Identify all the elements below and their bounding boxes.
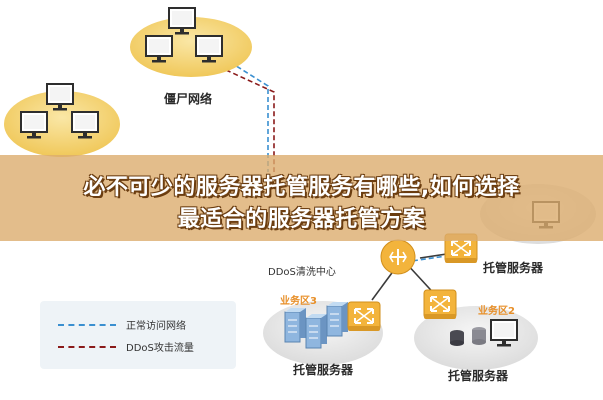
cross-icon xyxy=(390,249,406,265)
server-icon xyxy=(284,307,307,343)
legend-ddos-label: DDoS攻击流量 xyxy=(126,343,194,354)
ddos-traffic-lines xyxy=(225,69,275,172)
ddos-line-swatch xyxy=(58,346,116,348)
database-icon xyxy=(450,330,464,346)
legend-ddos: DDoS攻击流量 xyxy=(40,337,236,357)
banner-title-line-2: 最适合的服务器托管方案 xyxy=(177,207,426,232)
normal-path-1 xyxy=(229,61,269,172)
ddos-center xyxy=(380,239,416,275)
database-icon xyxy=(472,327,486,345)
legend-normal: 正常访问网络 xyxy=(40,315,236,335)
server-icon xyxy=(305,313,328,349)
ddos-path-1 xyxy=(225,69,275,172)
normal-line-swatch xyxy=(58,324,116,326)
hosting-zone3-label: 托管服务器 xyxy=(293,363,354,377)
botnet-label: 僵尸网络 xyxy=(164,92,213,106)
cloud-shape xyxy=(4,91,120,157)
botnet-cloud-left xyxy=(4,83,120,157)
router-icon xyxy=(347,301,381,332)
zone2-label: 业务区2 xyxy=(478,306,515,317)
hosting-right-label: 托管服务器 xyxy=(483,261,544,275)
zone2 xyxy=(414,289,538,370)
legend-normal-label: 正常访问网络 xyxy=(126,321,186,332)
legend: 正常访问网络 DDoS攻击流量 xyxy=(40,301,236,369)
title-banner: 必不可少的服务器托管服务有哪些,如何选择 最适合的服务器托管方案 xyxy=(0,155,603,241)
router-icon xyxy=(423,289,457,320)
zone3 xyxy=(263,301,383,365)
botnet-cloud-top xyxy=(130,7,252,77)
hosting-zone2-label: 托管服务器 xyxy=(448,369,509,383)
zone3-label: 业务区3 xyxy=(280,296,317,307)
ddos-center-label: DDoS清洗中心 xyxy=(268,267,336,278)
banner-title-line-1: 必不可少的服务器托管服务有哪些,如何选择 xyxy=(83,175,520,200)
server-icon xyxy=(326,301,349,337)
arrows-icon xyxy=(389,251,407,263)
